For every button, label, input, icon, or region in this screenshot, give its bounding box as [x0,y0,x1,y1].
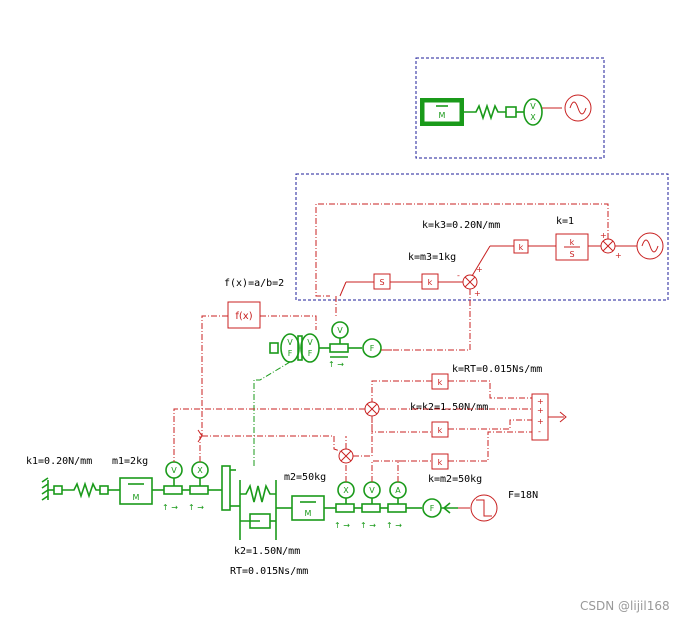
label-rt-gain: k=RT=0.015Ns/mm [452,364,542,375]
svg-text:↑ →: ↑ → [360,521,376,530]
svg-text:+: + [537,417,544,426]
svg-text:k: k [428,278,433,287]
frame-top-right [415,57,605,159]
gain-block-m2[interactable]: k [431,453,449,470]
svg-text:↑ →: ↑ → [386,521,402,530]
svg-text:-: - [457,271,460,280]
svg-text:F: F [288,349,293,358]
svg-text:V: V [307,338,313,347]
label-force: F=18N [508,490,538,501]
sum-junction-m3[interactable] [462,274,478,290]
top-vx-v: V [530,102,536,111]
label-k3: k=k3=0.20N/mm [422,220,500,231]
svg-text:k: k [519,243,524,252]
svg-text:X: X [197,466,203,475]
step-source[interactable] [470,494,498,522]
svg-text:-: - [538,427,541,436]
label-k2-gain: k=k2=1.50N/mm [410,402,488,413]
svg-text:+: + [537,406,544,415]
svg-text:V: V [369,486,375,495]
svg-text:F: F [370,344,375,353]
svg-text:+: + [615,251,622,260]
transfer-den: S [569,250,574,259]
acc-sensor-m2[interactable]: A ↑ → [386,481,407,530]
top-source-icon [564,94,592,122]
vf-sensor[interactable]: V F V F [269,333,320,363]
top-mass-assembly[interactable]: M V X [420,94,592,126]
svg-text:F: F [430,504,435,513]
svg-text:+: + [476,265,483,274]
svg-text:+: + [474,289,481,298]
svg-text:k: k [438,378,443,387]
transfer-num: k [570,238,575,247]
sum-junction-mid[interactable] [364,401,380,417]
pos-sensor-m1[interactable]: X ↑ → [188,461,209,512]
fx-block[interactable]: f(x) [227,301,261,329]
label-k2: k2=1.50N/mm [234,546,300,557]
spring-k1[interactable] [62,481,100,499]
svg-text:V: V [287,338,293,347]
integrator-block[interactable]: S [373,273,391,290]
arrow-icon: ↑ → [328,360,344,369]
frame-controller [295,173,669,301]
svg-text:M: M [305,509,312,518]
svg-text:X: X [343,486,349,495]
label-k1-gain: k=1 [556,216,574,227]
label-k1: k1=0.20N/mm [26,456,92,467]
gain-block-k2[interactable]: k [431,421,449,438]
gain-block-rt[interactable]: k [431,373,449,390]
top-mass-label: M [439,111,446,120]
svg-text:+: + [537,397,544,406]
ground-icon [41,477,49,501]
label-m3: k=m3=1kg [408,252,456,263]
spring-damper-k2[interactable] [239,480,277,540]
lever-block[interactable] [221,465,240,511]
pos-sensor-m2[interactable]: X ↑ → [334,481,355,530]
svg-text:A: A [395,486,401,495]
svg-text:F: F [308,349,313,358]
label-rt: RT=0.015Ns/mm [230,566,308,577]
svg-text:k: k [438,458,443,467]
svg-text:V: V [171,466,177,475]
watermark: CSDN @lijil168 [580,599,670,613]
svg-text:k: k [438,426,443,435]
sum-block-right[interactable]: + + + - [531,393,549,441]
gain-block-k3[interactable]: k [513,239,529,254]
top-vx-x: X [530,113,536,122]
vel-sensor-m2[interactable]: V ↑ → [360,481,381,530]
svg-text:↑ →: ↑ → [188,503,204,512]
gain-block-m3[interactable]: k [421,273,439,290]
label-m2-gain: k=m2=50kg [428,474,482,485]
label-m1: m1=2kg [112,456,148,467]
force-sensor-upper[interactable]: F [362,338,382,358]
vel-sensor-upper[interactable]: V ↑ → [328,321,349,369]
mass-m2[interactable]: M [291,495,325,521]
label-m2: m2=50kg [284,472,326,483]
svg-text:↑ →: ↑ → [334,521,350,530]
transfer-block[interactable]: k S [555,233,589,261]
sum-junction-controller[interactable] [600,238,616,254]
sum-junction-low[interactable] [338,448,354,464]
label-fx: f(x)=a/b=2 [224,278,284,289]
mass-m1[interactable]: M [119,477,153,505]
svg-text:↑ →: ↑ → [162,503,178,512]
svg-text:M: M [133,493,140,502]
svg-text:V: V [337,326,343,335]
force-sensor-main[interactable]: F [422,498,442,518]
svg-text:S: S [379,278,384,287]
svg-text:+: + [600,231,607,240]
vel-sensor-m1[interactable]: V ↑ → [162,461,183,512]
controller-sine-source[interactable] [636,232,664,260]
svg-text:f(x): f(x) [235,311,252,322]
